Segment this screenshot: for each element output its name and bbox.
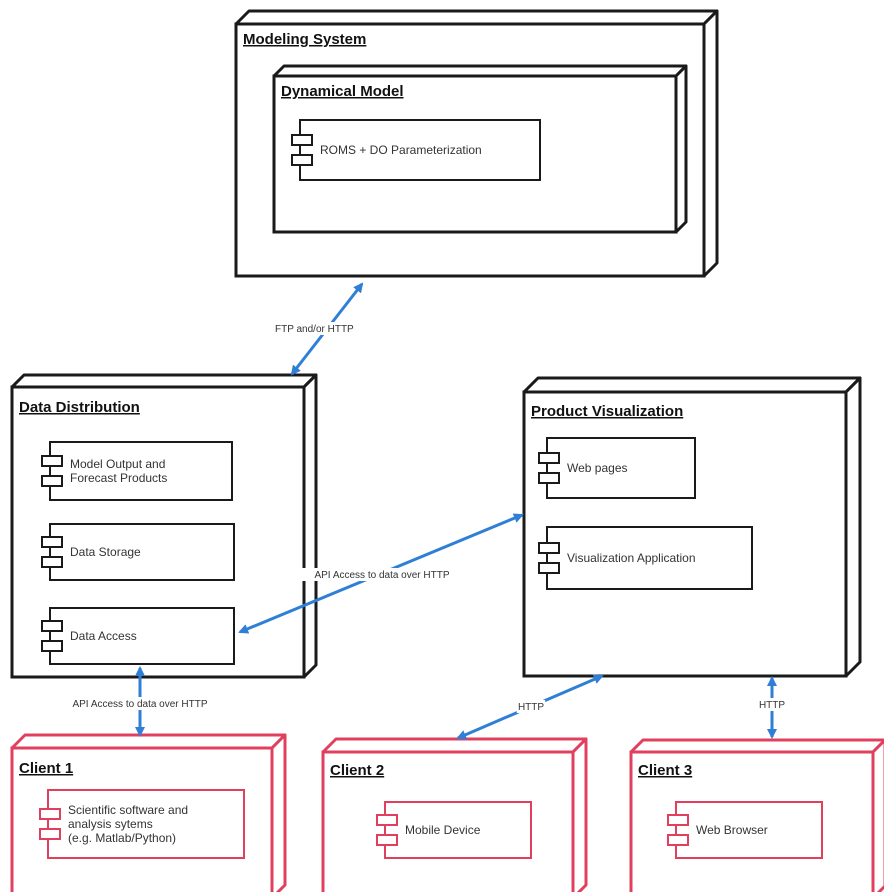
node-data-distribution-title: Data Distribution: [19, 399, 140, 416]
component-roms-do-parameterization: ROMS + DO Parameterization: [291, 119, 541, 181]
edge-access-to-visualization-label: API Access to data over HTTP: [314, 570, 449, 581]
component-scientific-software-label: Scientific software and: [68, 803, 188, 817]
component-icon: [41, 455, 63, 487]
edge-access-to-visualization: API Access to data over HTTP: [238, 513, 524, 634]
component-icon: [39, 808, 61, 840]
component-web-pages-label: Web pages: [567, 461, 628, 475]
component-roms-do-parameterization-label: ROMS + DO Parameterization: [320, 143, 482, 157]
component-icon: [667, 814, 689, 846]
component-data-access-label: Data Access: [70, 629, 137, 643]
node-modeling-system-title: Modeling System: [243, 31, 366, 48]
node-client-2-title: Client 2: [330, 762, 384, 779]
node-client-3-title: Client 3: [638, 762, 692, 779]
node-product-visualization-title: Product Visualization: [531, 403, 683, 420]
component-web-pages: Web pages: [538, 437, 696, 499]
node-client-1-title: Client 1: [19, 760, 73, 777]
component-visualization-application-label: Visualization Application: [567, 551, 696, 565]
component-data-access: Data Access: [41, 607, 235, 665]
component-icon: [41, 536, 63, 568]
edge-access-to-client-1: API Access to data over HTTP: [58, 666, 222, 737]
component-icon: [291, 134, 313, 166]
component-visualization-application: Visualization Application: [538, 526, 753, 590]
edge-modeling-to-distribution-label: FTP and/or HTTP: [275, 324, 354, 335]
edge-visualization-to-client-3-label: HTTP: [759, 700, 785, 711]
component-web-browser-label: Web Browser: [696, 823, 768, 837]
component-web-browser: Web Browser: [667, 801, 823, 859]
edge-visualization-to-client-2-label: HTTP: [518, 702, 544, 713]
component-icon: [538, 542, 560, 574]
component-icon: [376, 814, 398, 846]
component-scientific-software-label: analysis sytems: [68, 817, 153, 831]
component-icon: [538, 452, 560, 484]
component-model-output-label: Model Output and: [70, 457, 165, 471]
component-mobile-device: Mobile Device: [376, 801, 532, 859]
component-data-storage: Data Storage: [41, 523, 235, 581]
edge-modeling-to-distribution: FTP and/or HTTP: [272, 282, 364, 376]
edge-access-to-client-1-label: API Access to data over HTTP: [72, 699, 207, 710]
component-model-output-label: Forecast Products: [70, 471, 167, 485]
component-icon: [41, 620, 63, 652]
node-dynamical-model-title: Dynamical Model: [281, 83, 404, 100]
component-mobile-device-label: Mobile Device: [405, 823, 481, 837]
edge-visualization-to-client-2: HTTP: [456, 674, 604, 740]
edge-visualization-to-client-3: HTTP: [757, 676, 787, 739]
component-scientific-software-label: (e.g. Matlab/Python): [68, 831, 176, 845]
component-data-storage-label: Data Storage: [70, 545, 141, 559]
